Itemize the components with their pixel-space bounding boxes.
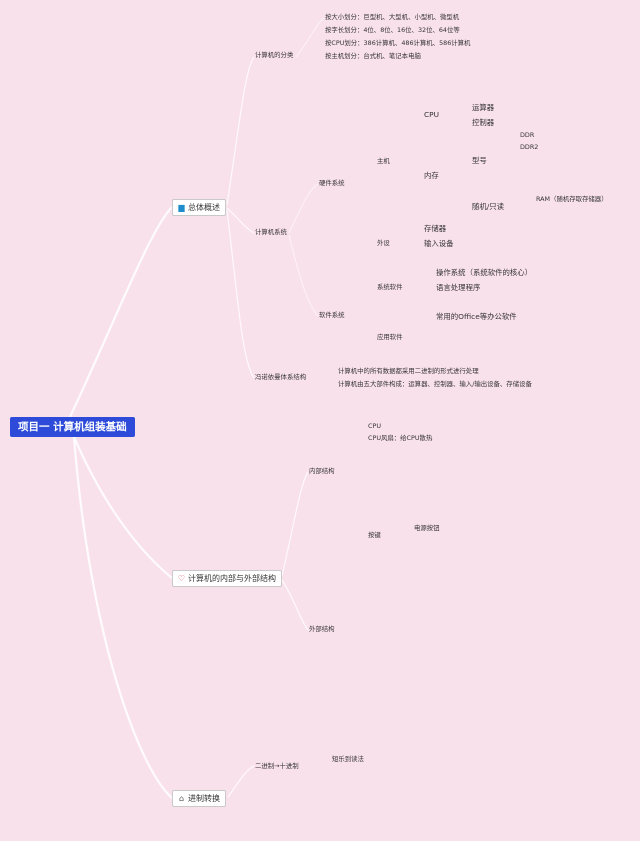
node-bin-dec[interactable]: 二进制→十进制	[255, 762, 299, 770]
branch-overview-label: 总体概述	[188, 203, 220, 212]
node-power-button[interactable]: 电源按钮	[414, 524, 440, 532]
node-alu[interactable]: 运算器	[472, 103, 495, 112]
node-host[interactable]: 主机	[377, 157, 390, 165]
link-class-items	[295, 17, 325, 58]
node-input-device[interactable]: 输入设备	[424, 239, 454, 248]
node-system-software[interactable]: 系统软件	[377, 283, 403, 291]
branch-structure-label: 计算机的内部与外部结构	[188, 574, 276, 583]
link-root-b3	[72, 436, 173, 799]
node-class-size[interactable]: 按大小划分：巨型机、大型机、小型机、微型机	[325, 13, 460, 21]
root-node[interactable]: 项目一 计算机组装基础	[10, 417, 135, 437]
node-von-parts[interactable]: 计算机由五大部件构成：运算器、控制器、输入/输出设备、存储设备	[338, 380, 532, 388]
node-class-wordlen[interactable]: 按字长划分：4位、8位、16位、32位、64位等	[325, 26, 460, 34]
node-int-fan[interactable]: CPU风扇：给CPU散热	[368, 434, 433, 442]
branch-conversion[interactable]: ⌂进制转换	[172, 790, 226, 807]
link-root-b1	[69, 206, 173, 418]
link-root-b2	[72, 436, 173, 579]
node-internal[interactable]: 内部结构	[309, 467, 335, 475]
link-b1-system	[226, 207, 255, 234]
link-sys-hw	[288, 183, 319, 234]
link-b1-class	[226, 56, 255, 206]
node-app-software[interactable]: 应用软件	[377, 333, 403, 341]
link-b3-bin	[227, 765, 255, 798]
node-ram[interactable]: RAM（随机存取存储器）	[536, 195, 608, 203]
node-ram-rom[interactable]: 随机/只读	[472, 202, 505, 211]
node-class-cpu[interactable]: 按CPU划分：386计算机、486计算机、586计算机	[325, 39, 471, 47]
node-reading[interactable]: 短乐到读法	[332, 755, 364, 763]
node-office[interactable]: 常用的Office等办公软件	[436, 312, 517, 321]
node-von-binary[interactable]: 计算机中的所有数据都采用二进制的形式进行处理	[338, 367, 479, 375]
node-cpu[interactable]: CPU	[424, 110, 440, 119]
node-lang-proc[interactable]: 语言处理程序	[436, 283, 481, 292]
node-controller[interactable]: 控制器	[472, 118, 495, 127]
link-b2-external	[281, 579, 309, 631]
node-memory[interactable]: 内存	[424, 171, 439, 180]
node-classification[interactable]: 计算机的分类	[255, 51, 294, 59]
node-computer-system[interactable]: 计算机系统	[255, 228, 287, 236]
node-software[interactable]: 软件系统	[319, 311, 345, 319]
node-class-host[interactable]: 按主机划分：台式机、笔记本电脑	[325, 52, 421, 60]
node-int-cpu[interactable]: CPU	[368, 422, 381, 430]
branch-conversion-label: 进制转换	[188, 794, 220, 803]
home-icon: ⌂	[178, 794, 185, 803]
node-hardware[interactable]: 硬件系统	[319, 179, 345, 187]
flag-icon: ▆	[178, 203, 185, 212]
node-external[interactable]: 外部结构	[309, 625, 335, 633]
node-ddr2[interactable]: DDR2	[520, 143, 539, 151]
node-os[interactable]: 操作系统（系统软件的核心）	[436, 268, 533, 277]
node-ddr[interactable]: DDR	[520, 131, 535, 139]
node-peripheral[interactable]: 外设	[377, 239, 390, 247]
link-b1-von	[226, 209, 255, 379]
node-storage[interactable]: 存储器	[424, 224, 447, 233]
node-von-neumann[interactable]: 冯诺依曼体系结构	[255, 373, 307, 381]
branch-structure[interactable]: ♡计算机的内部与外部结构	[172, 570, 282, 587]
link-b2-internal	[281, 471, 309, 577]
heart-icon: ♡	[177, 574, 186, 583]
branch-overview[interactable]: ▆总体概述	[172, 199, 226, 216]
node-buttons[interactable]: 按键	[368, 531, 381, 539]
link-sys-sw	[288, 234, 319, 317]
node-model[interactable]: 型号	[472, 156, 487, 165]
